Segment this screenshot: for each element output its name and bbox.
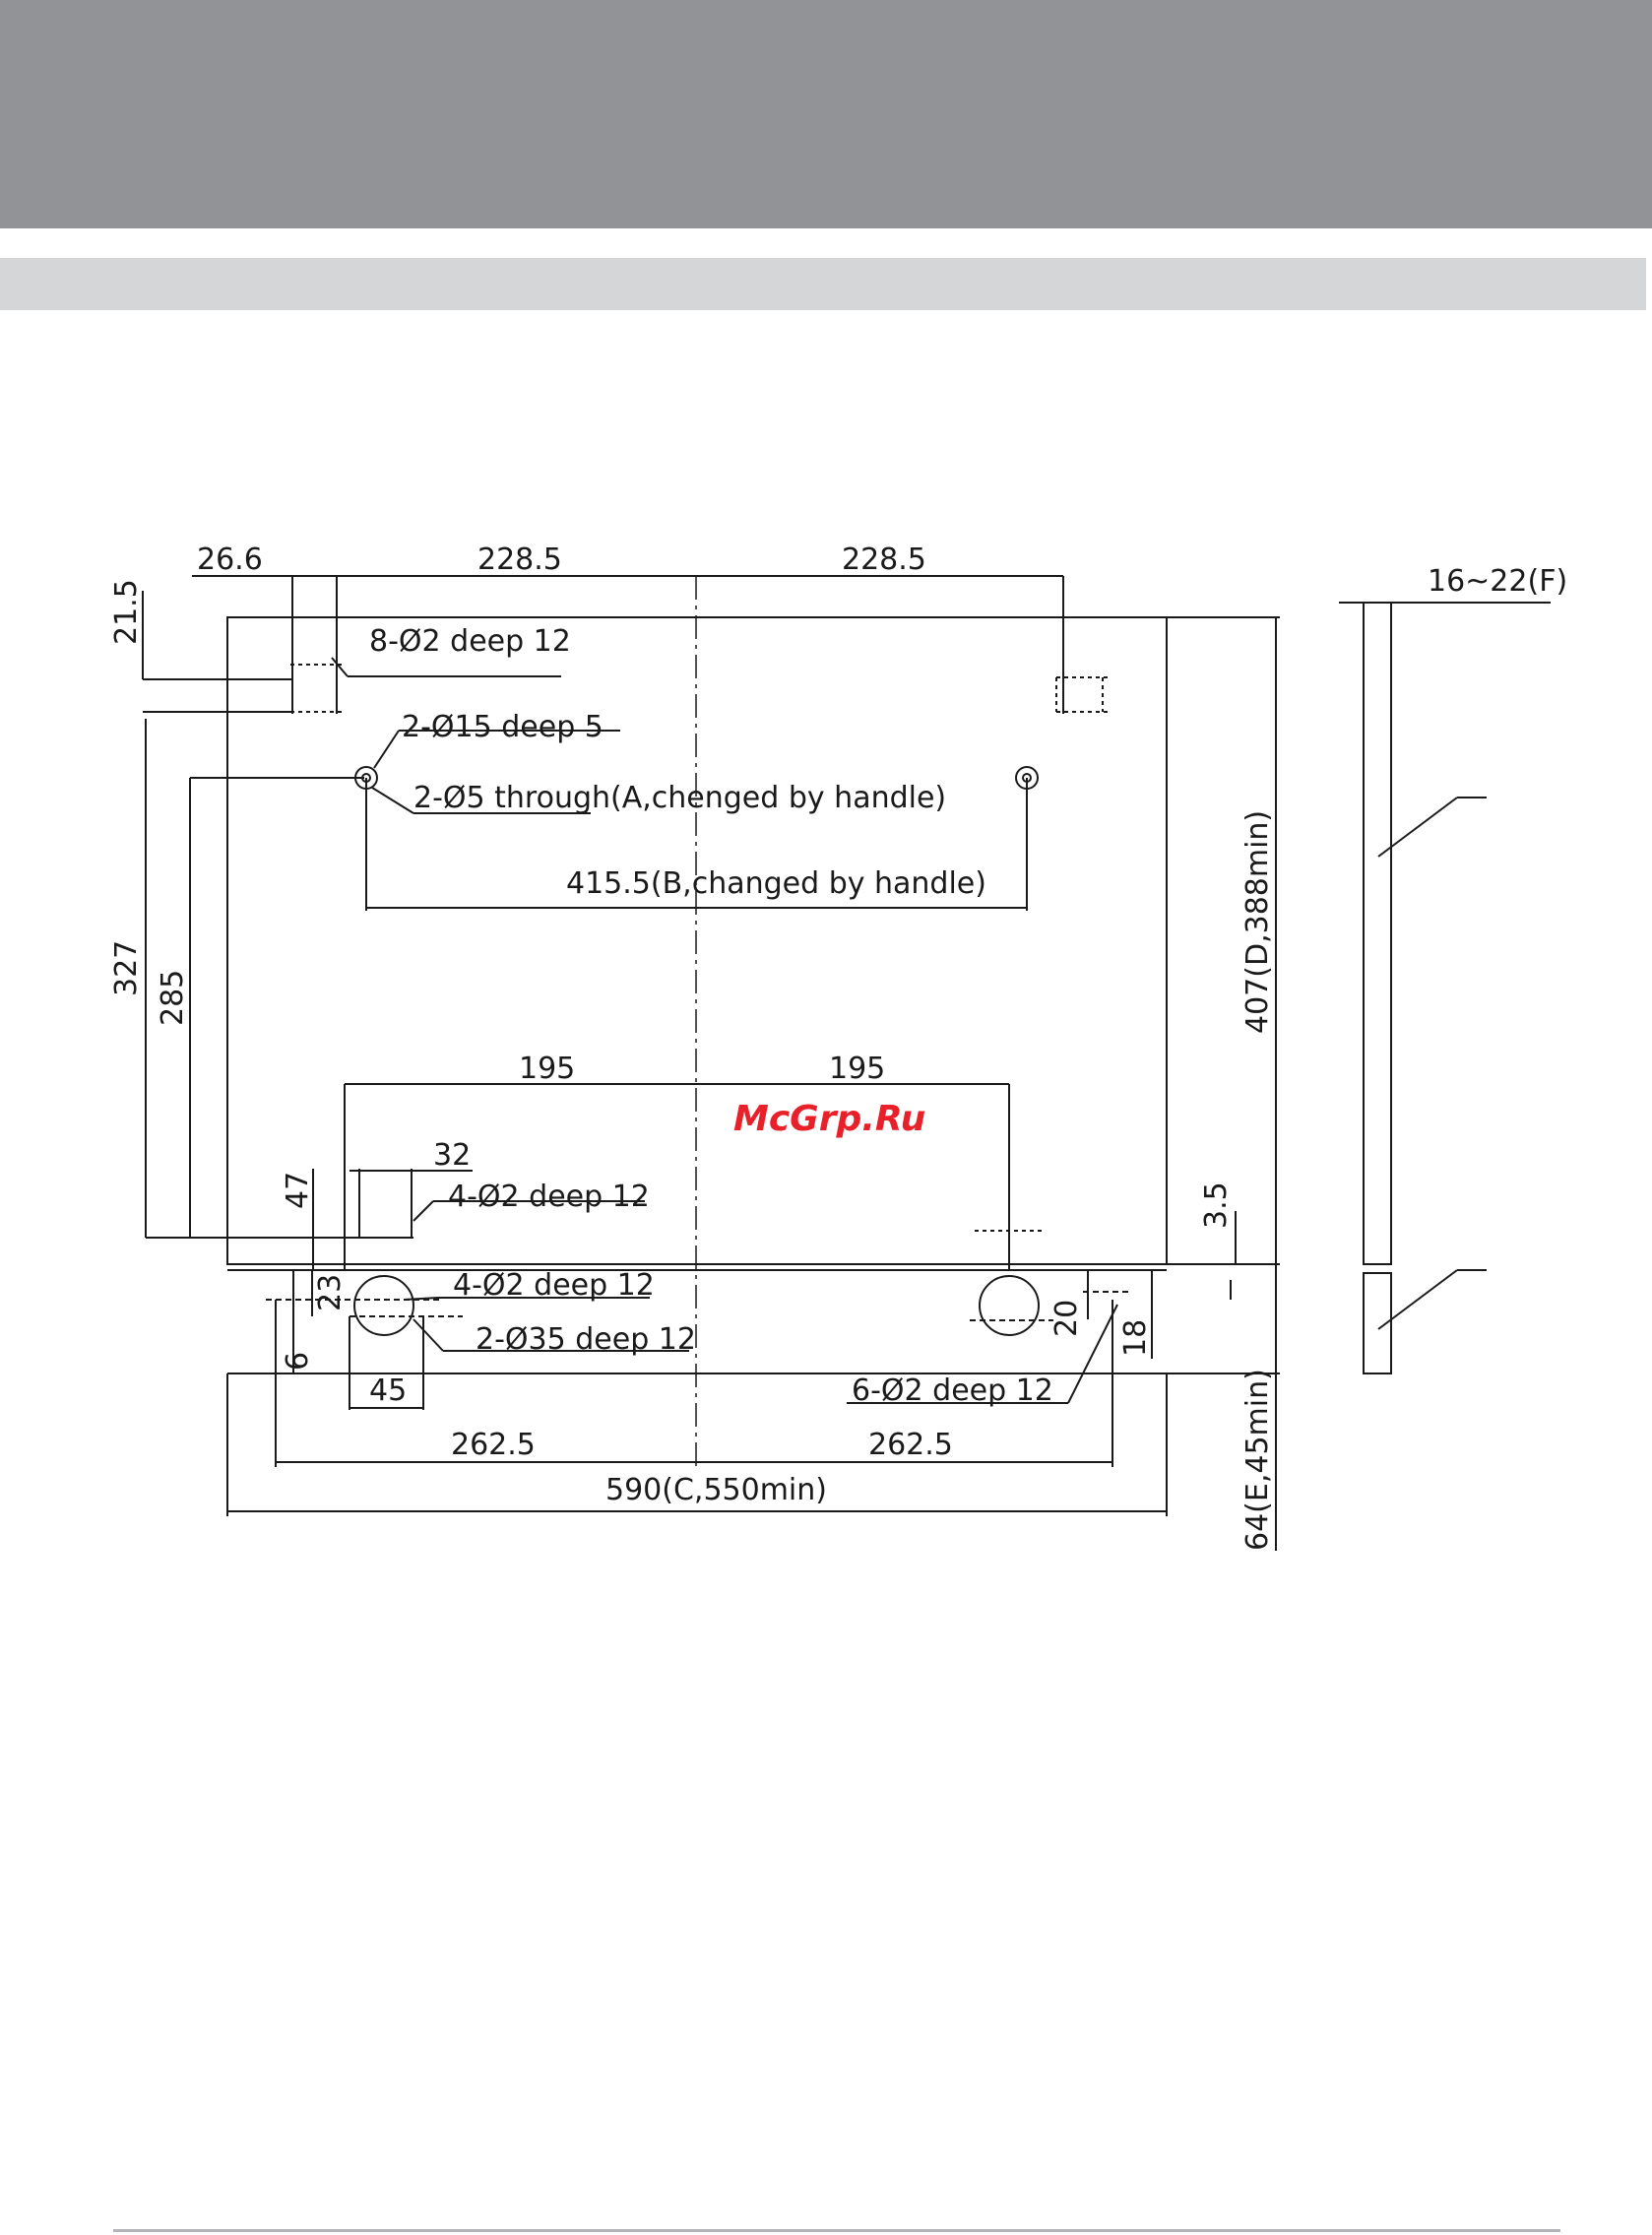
callout-2-holes-5: 2-Ø5 through(A,chenged by handle) [413, 781, 946, 815]
dim-20: 20 [1049, 1300, 1084, 1337]
dim-327: 327 [109, 940, 144, 996]
footer-rule [113, 2229, 1560, 2232]
dim-195-left: 195 [519, 1052, 575, 1086]
dim-6: 6 [281, 1352, 315, 1371]
dim-45: 45 [369, 1373, 407, 1408]
callout-2-holes-35: 2-Ø35 deep 12 [476, 1322, 696, 1357]
dim-195-right: 195 [829, 1052, 885, 1086]
dim-407: 407(D,388min) [1240, 810, 1275, 1034]
watermark: McGrp.Ru [733, 1099, 925, 1139]
dim-32: 32 [433, 1138, 471, 1173]
dim-228-5-right: 228.5 [842, 543, 926, 577]
dim-21-5: 21.5 [109, 579, 144, 645]
dim-64: 64(E,45min) [1240, 1369, 1275, 1551]
dim-415-5: 415.5(B,changed by handle) [566, 866, 986, 901]
callout-4-holes-b: 4-Ø2 deep 12 [453, 1268, 655, 1303]
callout-2-holes-15: 2-Ø15 deep 5 [402, 710, 604, 744]
dim-228-5-left: 228.5 [477, 543, 562, 577]
callout-6-holes: 6-Ø2 deep 12 [852, 1373, 1053, 1408]
dim-26-6: 26.6 [197, 543, 263, 577]
dim-47: 47 [281, 1172, 315, 1209]
dim-590: 590(C,550min) [605, 1473, 827, 1507]
callout-4-holes-a: 4-Ø2 deep 12 [448, 1180, 650, 1214]
dim-262-5-left: 262.5 [451, 1428, 536, 1462]
door-panel-outline [227, 617, 1167, 1264]
dim-23: 23 [313, 1274, 348, 1311]
callout-8-holes: 8-Ø2 deep 12 [369, 624, 571, 659]
dim-3-5: 3.5 [1199, 1181, 1234, 1229]
dim-285: 285 [156, 970, 190, 1026]
side-view-outline [1364, 603, 1391, 1264]
dim-262-5-right: 262.5 [868, 1428, 953, 1462]
dim-18: 18 [1118, 1319, 1153, 1357]
dim-16-22: 16~22(F) [1428, 564, 1567, 599]
